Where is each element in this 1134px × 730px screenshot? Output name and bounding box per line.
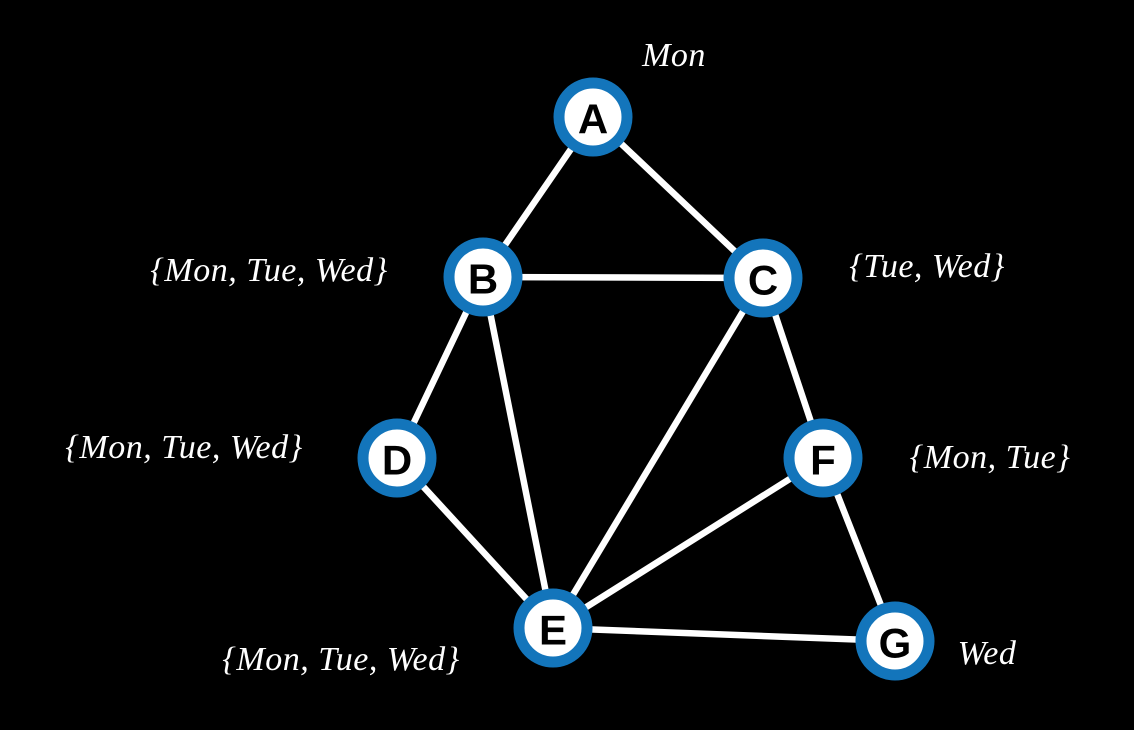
node-d: D: [357, 418, 437, 498]
node-letter-e: E: [539, 607, 567, 654]
node-b: B: [443, 237, 523, 317]
domain-label-d: {Mon, Tue, Wed}: [65, 429, 303, 466]
edge-b-e: [479, 273, 557, 632]
node-f: F: [783, 418, 863, 498]
domain-label-b: {Mon, Tue, Wed}: [150, 252, 388, 289]
node-circle-c: [723, 238, 803, 318]
domain-label-c: {Tue, Wed}: [849, 248, 1005, 285]
domain-label-f: {Mon, Tue}: [909, 439, 1071, 476]
node-circle-b: [443, 237, 523, 317]
node-letter-c: C: [748, 257, 778, 304]
domain-label-a: Mon: [642, 37, 706, 74]
node-letter-g: G: [879, 620, 912, 667]
edge-b-c: [479, 273, 767, 282]
node-letter-a: A: [578, 96, 608, 143]
domain-label-g: Wed: [957, 635, 1017, 672]
node-circle-f: [783, 418, 863, 498]
edge-e-g: [549, 624, 899, 645]
node-letter-f: F: [810, 437, 836, 484]
node-circle-g: [855, 601, 935, 681]
node-a: A: [553, 77, 633, 157]
node-circle-d: [357, 418, 437, 498]
node-g: G: [855, 601, 935, 681]
node-e: E: [513, 588, 593, 668]
domain-label-e: {Mon, Tue, Wed}: [222, 641, 460, 678]
node-circle-e: [513, 588, 593, 668]
node-circle-a: [553, 77, 633, 157]
edge-e-f: [549, 454, 827, 632]
node-c: C: [723, 238, 803, 318]
edge-c-e: [549, 274, 767, 632]
node-letter-b: B: [468, 256, 498, 303]
node-letter-d: D: [382, 437, 412, 484]
